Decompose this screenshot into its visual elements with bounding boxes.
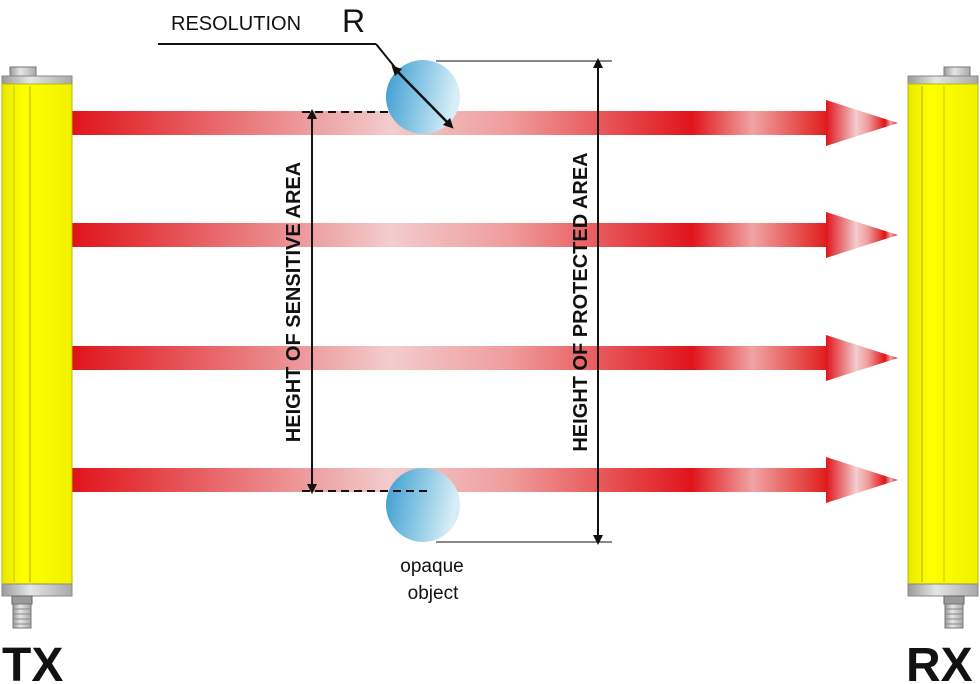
sensitive-area-label: HEIGHT OF SENSITIVE AREA (283, 162, 305, 442)
resolution-leader-diagonal (375, 43, 403, 77)
resolution-arrow (391, 65, 454, 129)
beams (72, 100, 898, 503)
resolution-label: RESOLUTION (171, 13, 301, 35)
rx-receiver-device (907, 66, 979, 629)
tx-label: TX (2, 639, 63, 684)
opaque-object-bottom (386, 468, 460, 542)
protected-area-label: HEIGHT OF PROTECTED AREA (570, 152, 592, 451)
beam-1 (72, 100, 898, 146)
opaque-object-label-line2: object (408, 583, 459, 604)
resolution-symbol: R (342, 3, 365, 39)
rx-label: RX (906, 639, 973, 684)
opaque-object-label-line1: opaque (400, 556, 463, 577)
beam-2 (72, 212, 898, 258)
beam-4 (72, 457, 898, 503)
tx-emitter-device (1, 66, 73, 629)
beam-3 (72, 335, 898, 381)
